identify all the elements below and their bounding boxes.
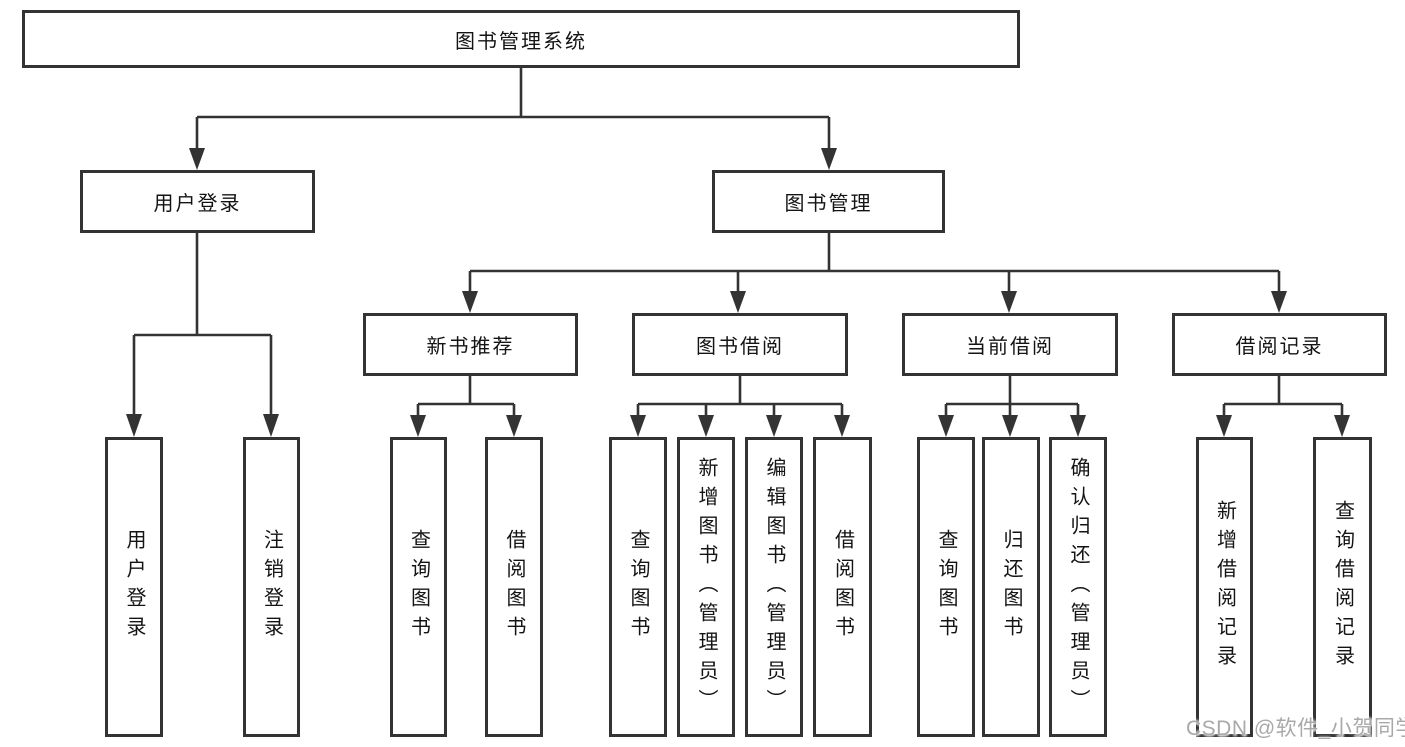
node-book-management: 图书管理 [712, 170, 945, 233]
leaf-borrow-books-borrowing-label: 借阅图书 [831, 529, 854, 645]
leaf-add-borrow-record-label: 新增借阅记录 [1213, 500, 1236, 674]
node-library-management-system: 图书管理系统 [22, 10, 1020, 68]
node-borrowing-records-label: 借阅记录 [1235, 336, 1324, 358]
leaf-query-borrow-record: 查询借阅记录 [1313, 437, 1372, 737]
node-current-borrowing-label: 当前借阅 [966, 336, 1054, 358]
leaf-borrow-books-new-rec: 借阅图书 [485, 437, 543, 737]
connector-book-borrow-to-leaves [630, 376, 850, 437]
leaf-query-books-new-rec: 查询图书 [390, 437, 447, 737]
leaf-borrow-books-borrowing: 借阅图书 [813, 437, 872, 737]
connector-current-borrow-to-leaves [938, 376, 1086, 437]
csdn-watermark: CSDN @软件_小贺同学 [1186, 717, 1405, 740]
node-user-login: 用户登录 [80, 170, 315, 233]
node-new-book-recommendation-label: 新书推荐 [426, 336, 515, 358]
leaf-query-books-borrowing: 查询图书 [609, 437, 667, 737]
leaf-query-books-borrowing-label: 查询图书 [627, 529, 649, 645]
connector-new-book-rec-to-leaves [410, 376, 522, 437]
connector-book-mgmt-to-level3 [462, 233, 1287, 313]
node-user-login-label: 用户登录 [153, 193, 242, 215]
leaf-confirm-return-admin-label: 确认归还（管理员） [1067, 456, 1089, 718]
leaf-logout-label: 注销登录 [260, 529, 283, 645]
leaf-return-books-label: 归还图书 [1000, 529, 1022, 645]
leaf-add-books-admin: 新增图书（管理员） [677, 437, 735, 737]
connector-user-login-to-leaves [126, 233, 279, 437]
node-book-borrowing: 图书借阅 [632, 313, 848, 376]
node-new-book-recommendation: 新书推荐 [363, 313, 578, 376]
node-book-borrowing-label: 图书借阅 [696, 336, 784, 358]
leaf-query-books-new-rec-label: 查询图书 [407, 529, 430, 645]
node-borrowing-records: 借阅记录 [1172, 313, 1387, 376]
leaf-query-books-current-label: 查询图书 [935, 529, 957, 645]
leaf-add-borrow-record: 新增借阅记录 [1196, 437, 1253, 737]
leaf-logout: 注销登录 [243, 437, 300, 737]
connector-root-to-level2 [189, 68, 837, 170]
leaf-edit-books-admin-label: 编辑图书（管理员） [763, 456, 785, 718]
leaf-edit-books-admin: 编辑图书（管理员） [745, 437, 803, 737]
node-book-management-label: 图书管理 [784, 193, 873, 215]
leaf-query-books-current: 查询图书 [917, 437, 975, 737]
leaf-user-login-label: 用户登录 [123, 529, 145, 645]
node-current-borrowing: 当前借阅 [902, 313, 1118, 376]
leaf-confirm-return-admin: 确认归还（管理员） [1049, 437, 1107, 737]
leaf-return-books: 归还图书 [982, 437, 1040, 737]
node-library-management-system-label: 图书管理系统 [455, 30, 587, 53]
leaf-query-borrow-record-label: 查询借阅记录 [1331, 500, 1354, 674]
leaf-borrow-books-new-rec-label: 借阅图书 [503, 529, 525, 645]
leaf-add-books-admin-label: 新增图书（管理员） [695, 456, 717, 718]
leaf-user-login: 用户登录 [105, 437, 163, 737]
connector-borrow-records-to-leaves [1216, 376, 1350, 437]
